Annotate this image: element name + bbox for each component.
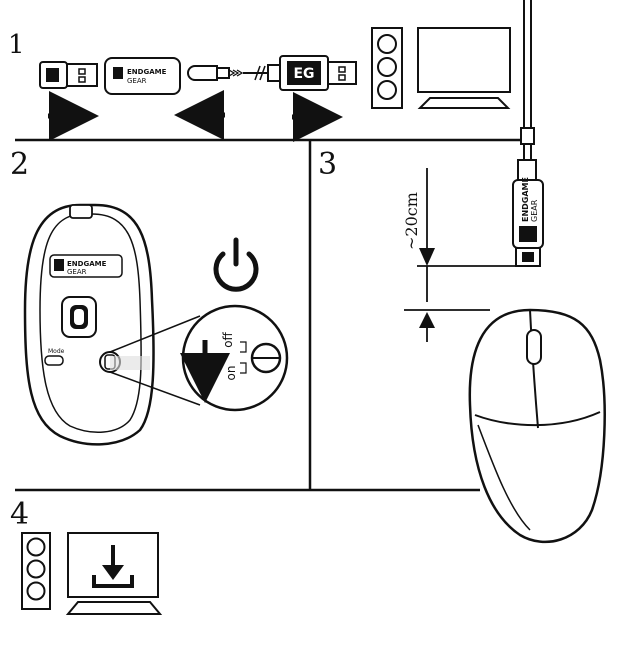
pc-tower-icon [371, 27, 403, 109]
power-icon [213, 237, 259, 292]
switch-off-label: off [221, 331, 235, 347]
step-1-number: 1 [8, 30, 25, 60]
dongle-brand-line2: GEAR [530, 199, 539, 222]
distance-indicator [404, 168, 520, 342]
step-3-number: 3 [318, 147, 338, 182]
panel-dividers [15, 138, 530, 492]
mode-button-label: Mode [48, 348, 65, 355]
monitor-icon-step4 [65, 532, 163, 615]
pc-tower-icon-step4 [21, 532, 51, 610]
mouse-bottom-view: ENDGAME GEAR Mode [23, 203, 155, 446]
step-2-number: 2 [10, 147, 30, 182]
mouse-brand-line2: GEAR [67, 268, 87, 276]
mouse-brand-line1: ENDGAME [67, 260, 107, 268]
mouse-icon [468, 308, 606, 544]
download-icon [92, 545, 134, 588]
switch-zoom-callout: off on [109, 304, 289, 412]
adapter-icon: ENDGAME GEAR [104, 57, 181, 95]
dongle-vertical: ENDGAME GEAR [512, 159, 544, 267]
adapter-brand-line2: GEAR [127, 77, 147, 85]
adapter-brand-line1: ENDGAME [127, 68, 167, 76]
step-4-number: 4 [10, 497, 30, 532]
distance-label: ~20cm [402, 192, 421, 250]
usb-receiver-icon [39, 61, 98, 89]
monitor-icon [417, 27, 511, 109]
cable-logo: EG [293, 66, 314, 82]
cable-icon: EG [187, 55, 357, 91]
dongle-brand-line1: ENDGAME [521, 177, 530, 222]
switch-on-label: on [224, 366, 238, 381]
long-cable [520, 0, 535, 160]
